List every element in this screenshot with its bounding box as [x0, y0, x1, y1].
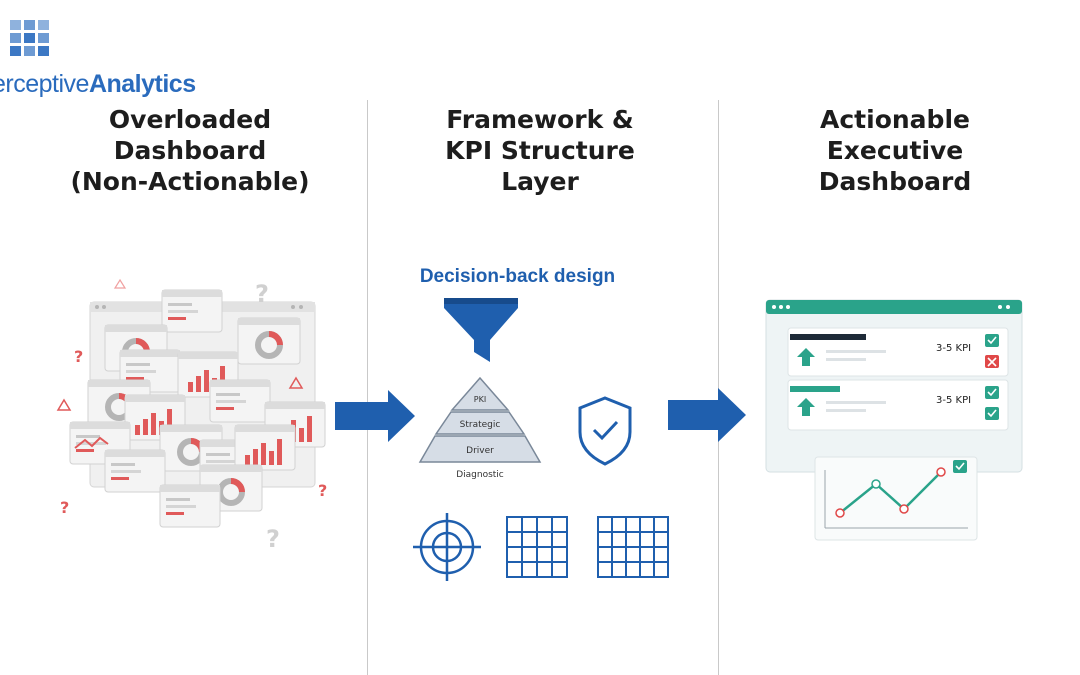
trend-chart-card — [814, 456, 978, 541]
funnel-icon — [444, 298, 518, 362]
question-mark-icon: ? — [318, 481, 327, 500]
arrow-right-icon — [668, 388, 746, 442]
target-icon — [413, 513, 481, 581]
logo-text-light: erceptive — [0, 70, 89, 98]
logo-wordmark: erceptiveAnalytics — [0, 70, 196, 99]
pyramid-level-label: Strategic — [460, 420, 501, 430]
kpi-label: 3-5 KPI — [936, 395, 971, 406]
up-arrow-icon — [797, 398, 815, 416]
warning-icon — [113, 278, 127, 289]
decision-back-heading: Decision-back design — [419, 266, 616, 287]
title-line: Actionable — [820, 105, 970, 134]
warning-icon — [56, 398, 72, 411]
arrow-right-icon — [335, 390, 415, 442]
question-mark-icon: ? — [74, 347, 83, 366]
brand-logo: erceptiveAnalytics — [0, 18, 200, 98]
column-divider-left — [367, 100, 368, 675]
overloaded-dashboard-cluster: ? ? ? ? ? — [56, 278, 327, 553]
shield-check-icon — [578, 396, 632, 466]
logo-text-bold: Analytics — [88, 70, 196, 98]
pyramid-level-label: Driver — [466, 446, 494, 456]
title-line: Layer — [501, 167, 579, 196]
column-divider-right — [718, 100, 719, 675]
kpi-card: 3-5 KPI — [787, 327, 1009, 377]
grid-icon — [506, 516, 568, 578]
column-title-actionable: Actionable Executive Dashboard — [745, 104, 1045, 197]
question-mark-icon: ? — [266, 525, 280, 553]
pyramid-icon: PKI Strategic Driver Diagnostic — [418, 376, 542, 480]
grid-icon — [597, 516, 669, 578]
check-icon — [985, 407, 999, 420]
title-line: Executive — [826, 136, 964, 165]
check-icon — [953, 460, 967, 473]
kpi-label: 3-5 KPI — [936, 343, 971, 354]
up-arrow-icon — [797, 348, 815, 366]
column-title-framework: Framework & KPI Structure Layer — [390, 104, 690, 197]
column-title-overloaded: Overloaded Dashboard (Non-Actionable) — [40, 104, 340, 197]
kpi-card: 3-5 KPI — [787, 379, 1009, 431]
pyramid-level-label: Diagnostic — [456, 470, 504, 480]
title-line: Dashboard — [113, 136, 267, 165]
title-line: Framework & — [446, 105, 634, 134]
title-line: Overloaded — [108, 105, 272, 134]
check-icon — [985, 386, 999, 399]
pyramid-level-label: PKI — [474, 395, 486, 404]
logo-grid-icon — [10, 20, 49, 56]
executive-dashboard-window: 3-5 KPI 3-5 KPI — [765, 299, 1023, 473]
question-mark-icon: ? — [60, 498, 69, 517]
title-line: Dashboard — [818, 167, 972, 196]
question-mark-icon: ? — [255, 280, 269, 308]
title-line: (Non-Actionable) — [70, 167, 310, 196]
title-line: KPI Structure — [445, 136, 635, 165]
check-icon — [985, 334, 999, 347]
warning-icon — [288, 376, 304, 389]
